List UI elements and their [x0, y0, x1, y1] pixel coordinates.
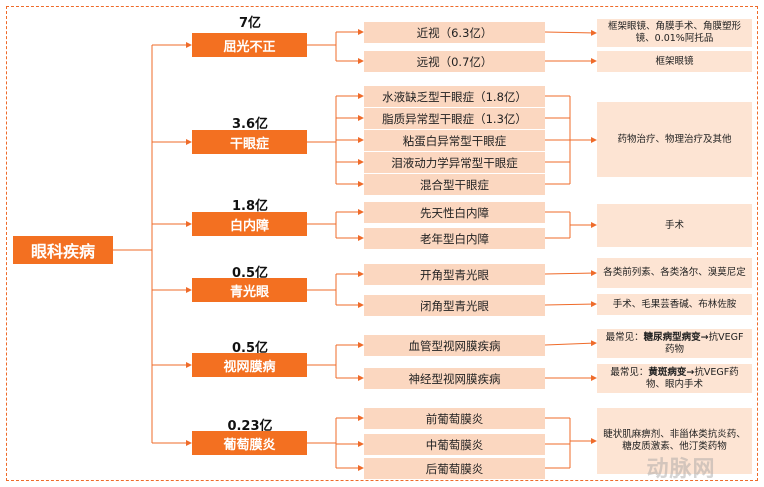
subtype-node: 开角型青光眼 — [364, 264, 545, 285]
treatment-node: 药物治疗、物理治疗及其他 — [597, 102, 752, 177]
category-count: 1.8亿 — [231, 199, 269, 214]
subtype-node: 先天性白内障 — [364, 202, 545, 223]
subtype-node: 近视（6.3亿） — [364, 22, 545, 43]
category-node: 青光眼 — [192, 278, 307, 302]
subtype-node: 粘蛋白异常型干眼症 — [364, 130, 545, 151]
subtype-node: 脂质异常型干眼症（1.3亿） — [364, 108, 545, 129]
category-count: 0.5亿 — [231, 266, 269, 281]
subtype-node: 中葡萄膜炎 — [364, 434, 545, 455]
category-node: 屈光不正 — [192, 33, 307, 57]
treatment-node: 最常见：黄斑病变→抗VEGF药物、眼内手术 — [597, 364, 752, 393]
subtype-node: 神经型视网膜疾病 — [364, 368, 545, 389]
subtype-node: 泪液动力学异常型干眼症 — [364, 152, 545, 173]
subtype-node: 后葡萄膜炎 — [364, 458, 545, 479]
root-node: 眼科疾病 — [13, 236, 113, 264]
connector-line — [544, 29, 597, 36]
subtype-node: 老年型白内障 — [364, 228, 545, 249]
watermark-logo: 动脉网 — [646, 457, 716, 482]
subtype-node: 血管型视网膜疾病 — [364, 335, 545, 356]
subtype-node: 水液缺乏型干眼症（1.8亿） — [364, 86, 545, 107]
treatment-node: 各类前列素、各类洛尔、溴莫尼定 — [597, 258, 752, 288]
treatment-node: 睫状肌麻痹剂、非甾体类抗炎药、糖皮质激素、他汀类药物 — [597, 408, 752, 474]
category-node: 干眼症 — [192, 130, 307, 154]
subtype-node: 闭角型青光眼 — [364, 295, 545, 316]
subtype-node: 混合型干眼症 — [364, 174, 545, 195]
treatment-node: 最常见：糖尿病型病变→抗VEGF药物 — [597, 329, 752, 358]
category-count: 0.23亿 — [227, 419, 273, 434]
category-count: 0.5亿 — [231, 341, 269, 356]
subtype-node: 远视（0.7亿） — [364, 51, 545, 72]
treatment-node: 框架眼镜、角膜手术、角膜塑形镜、0.01%阿托品 — [597, 19, 752, 47]
connector-line — [544, 340, 597, 347]
subtype-node: 前葡萄膜炎 — [364, 408, 545, 429]
diagram-frame — [6, 6, 758, 481]
category-count: 3.6亿 — [231, 117, 269, 132]
category-count: 7亿 — [238, 16, 262, 31]
treatment-node: 手术、毛果芸香碱、布林佐胺 — [597, 294, 752, 315]
connector-line — [544, 270, 597, 277]
category-node: 白内障 — [192, 212, 307, 236]
connector-line — [544, 301, 597, 308]
category-node: 葡萄膜炎 — [192, 431, 307, 455]
treatment-node: 框架眼镜 — [597, 51, 752, 72]
category-node: 视网膜病 — [192, 353, 307, 377]
treatment-node: 手术 — [597, 204, 752, 247]
